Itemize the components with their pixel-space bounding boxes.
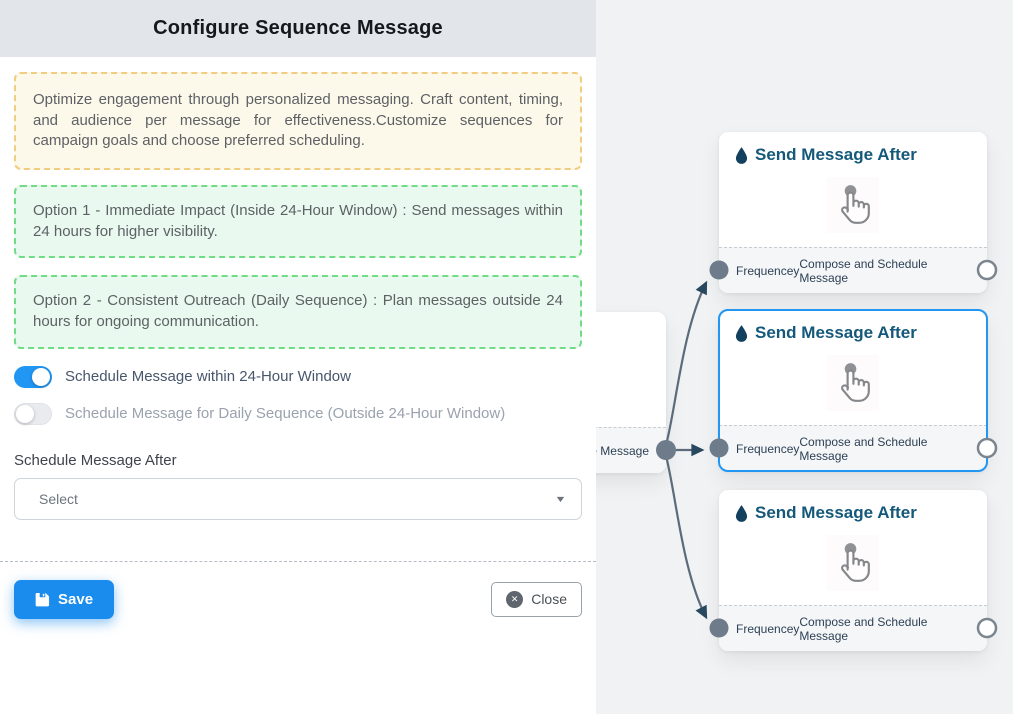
- panel-header: Configure Sequence Message: [0, 0, 596, 57]
- close-button[interactable]: ✕ Close: [491, 581, 582, 617]
- toggle-row-daily-sequence: Schedule Message for Daily Sequence (Out…: [14, 402, 582, 425]
- toggle-row-within-24h: Schedule Message within 24-Hour Window: [14, 365, 582, 388]
- compose-schedule-handle-label[interactable]: Compose and Schedule Message: [799, 434, 928, 463]
- page-title: Configure Sequence Message: [153, 17, 443, 39]
- configure-sequence-panel: Configure Sequence Message Optimize enga…: [0, 0, 596, 619]
- upstream-node-partial[interactable]: ce Message: [596, 312, 666, 473]
- close-button-label: Close: [531, 591, 567, 608]
- panel-footer: Save ✕ Close: [14, 579, 582, 619]
- upstream-footer-label: ce Message: [596, 443, 649, 458]
- droplet-icon: [735, 324, 748, 342]
- frequency-handle-label[interactable]: Frequencey: [736, 621, 800, 636]
- send-message-after-node-3[interactable]: Send Message After Frequencey Compose an…: [719, 490, 987, 651]
- node-title-text: Send Message After: [755, 323, 917, 342]
- close-icon: ✕: [506, 590, 524, 608]
- save-button-label: Save: [58, 590, 94, 608]
- save-button[interactable]: Save: [14, 579, 115, 619]
- option1-box: Option 1 - Immediate Impact (Inside 24-H…: [14, 185, 582, 259]
- info-note-box: Optimize engagement through personalized…: [14, 72, 582, 171]
- toggle-within-24h[interactable]: [14, 365, 52, 388]
- frequency-handle-label[interactable]: Frequencey: [736, 441, 800, 456]
- node-title-text: Send Message After: [755, 145, 917, 164]
- option2-box: Option 2 - Consistent Outreach (Daily Se…: [14, 275, 582, 349]
- option2-text: Option 2 - Consistent Outreach (Daily Se…: [33, 292, 563, 331]
- send-message-after-node-2[interactable]: Send Message After Frequencey Compose an…: [718, 309, 988, 472]
- droplet-icon: [735, 146, 748, 164]
- footer-divider: [0, 560, 596, 562]
- toggle-knob: [32, 367, 50, 386]
- edge-lines: [664, 280, 708, 620]
- edge-to-node-3: [664, 455, 708, 620]
- toggle-knob: [16, 404, 34, 423]
- option1-text: Option 1 - Immediate Impact (Inside 24-H…: [33, 202, 563, 240]
- frequency-handle-label[interactable]: Frequencey: [736, 263, 800, 278]
- info-note-text: Optimize engagement through personalized…: [33, 91, 563, 150]
- toggle-daily-sequence[interactable]: [14, 402, 52, 425]
- schedule-after-label: Schedule Message After: [14, 451, 177, 469]
- save-icon: [35, 592, 50, 607]
- select-value: Select: [39, 490, 78, 507]
- send-message-after-node-1[interactable]: Send Message After Frequencey Compose an…: [719, 132, 987, 293]
- tap-hand-icon[interactable]: [827, 355, 879, 411]
- sequence-flow-canvas[interactable]: ce Message Send Message After Frequencey…: [596, 0, 1013, 714]
- edge-to-node-1: [664, 280, 708, 446]
- compose-schedule-handle-label[interactable]: Compose and Schedule Message: [799, 614, 928, 643]
- panel-body: Optimize engagement through personalized…: [0, 57, 596, 619]
- tap-hand-icon[interactable]: [827, 535, 879, 591]
- toggle-daily-sequence-label: Schedule Message for Daily Sequence (Out…: [65, 405, 506, 423]
- schedule-after-select[interactable]: Select ▼: [14, 477, 582, 520]
- droplet-icon: [735, 504, 748, 522]
- toggle-within-24h-label: Schedule Message within 24-Hour Window: [65, 368, 351, 386]
- tap-hand-icon[interactable]: [827, 177, 879, 233]
- node-title-text: Send Message After: [755, 503, 917, 522]
- compose-schedule-handle-label[interactable]: Compose and Schedule Message: [799, 256, 928, 285]
- chevron-down-icon: ▼: [554, 493, 567, 504]
